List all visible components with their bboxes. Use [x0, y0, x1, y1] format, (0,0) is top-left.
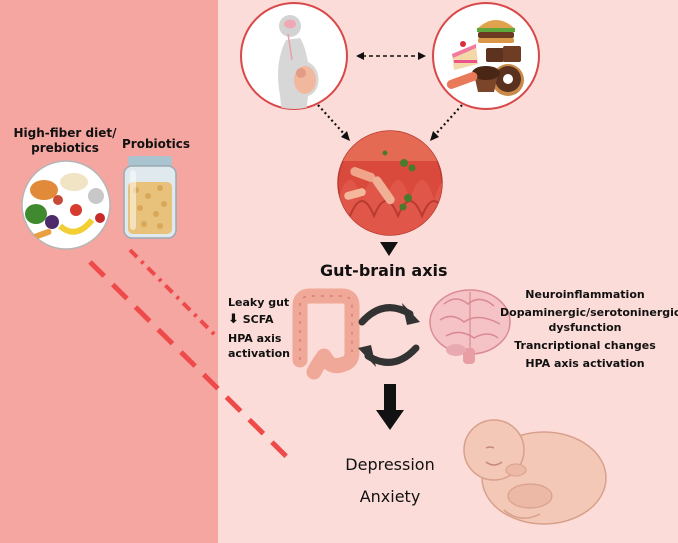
gut-brain-axis-title: Gut-brain axis — [320, 261, 448, 280]
scfa-item: ⬇ SCFA — [228, 312, 290, 327]
anxiety-text: Anxiety — [359, 487, 421, 506]
diet-label-line2: prebiotics — [31, 141, 99, 155]
diet-label: High-fiber diet/ prebiotics — [6, 126, 124, 156]
probiotics-label: Probiotics — [122, 137, 191, 151]
transcriptional-text: Trancriptional changes — [514, 339, 656, 352]
outcomes-label: Depression Anxiety — [330, 449, 450, 513]
maternal-to-gut-arrow — [317, 104, 350, 141]
axis-to-outcome-arrow — [376, 384, 404, 430]
hpa-text-line2: activation — [228, 347, 290, 360]
brain-hpa-text: HPA axis activation — [525, 357, 645, 370]
probiotics-jar — [123, 156, 177, 239]
hpa-text-line1: HPA axis — [228, 332, 282, 345]
diet-to-gut-arrow — [430, 104, 463, 141]
intervention-panel — [0, 0, 218, 543]
depression-text: Depression — [345, 455, 435, 474]
diet-inhibition-line — [88, 260, 294, 464]
gut-effects-list: Leaky gut ⬇ SCFA HPA axis activation — [228, 295, 290, 361]
scfa-text: SCFA — [242, 313, 274, 326]
brain-effects-list: Neuroinflammation Dopaminergic/serotonin… — [500, 287, 678, 371]
bidirectional-arrows — [358, 303, 420, 367]
brain-illustration — [429, 289, 511, 364]
fetus-illustration — [463, 419, 607, 525]
exposure-link-arrow — [356, 52, 426, 60]
dopaminergic-text: Dopaminergic/serotoninergic — [500, 306, 678, 319]
pregnant-mother-circle — [240, 2, 348, 110]
dysfunction-text: dysfunction — [548, 321, 622, 334]
probiotics-inhibition-line — [128, 248, 218, 338]
western-diet-circle — [432, 2, 540, 110]
colon-illustration — [292, 288, 360, 380]
microbiome-to-axis-arrow — [380, 242, 398, 256]
scfa-down-arrow-icon: ⬇ — [228, 312, 239, 327]
leaky-gut-text: Leaky gut — [228, 296, 290, 309]
high-fiber-plate — [21, 160, 111, 250]
diet-label-line1: High-fiber diet/ — [13, 126, 117, 140]
gut-microbiome-circle — [337, 130, 443, 236]
neuroinflammation-text: Neuroinflammation — [525, 288, 645, 301]
